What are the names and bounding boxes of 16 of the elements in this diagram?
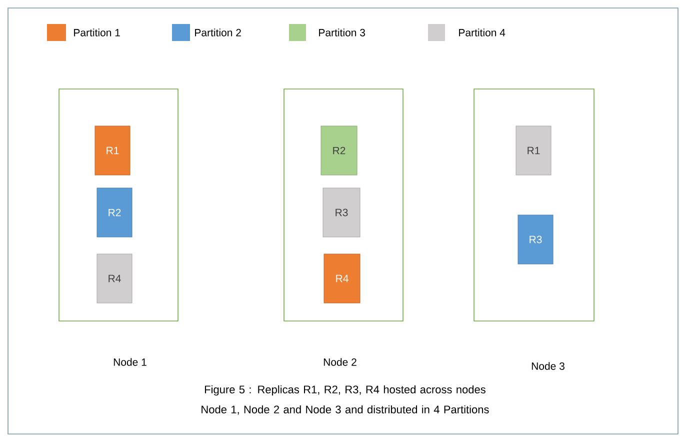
replica-box: R4 xyxy=(324,254,360,304)
caption: Figure 5 : Replicas R1, R2, R3, R4 hosted across nodes Node 1, Node 2 and Node 3 and distributed in 4 Partitions xyxy=(202,385,489,415)
replica-box: R3 xyxy=(322,188,360,238)
replica-box: R2 xyxy=(320,126,358,176)
node-label: Node 1 xyxy=(114,358,146,366)
replica-box: R2 xyxy=(96,188,132,238)
replica-box: R1 xyxy=(94,126,130,176)
node-label: Node 2 xyxy=(324,358,356,366)
replica-box: R1 xyxy=(516,126,552,176)
legend-label: Partition 3 xyxy=(319,28,365,36)
replica-box: R4 xyxy=(96,254,132,304)
legend-label: Partition 2 xyxy=(195,28,241,36)
legend-label: Partition 4 xyxy=(459,28,506,36)
legend-label: Partition 1 xyxy=(74,28,120,36)
node-label: Node 3 xyxy=(532,362,564,370)
replica-box: R3 xyxy=(518,214,554,264)
